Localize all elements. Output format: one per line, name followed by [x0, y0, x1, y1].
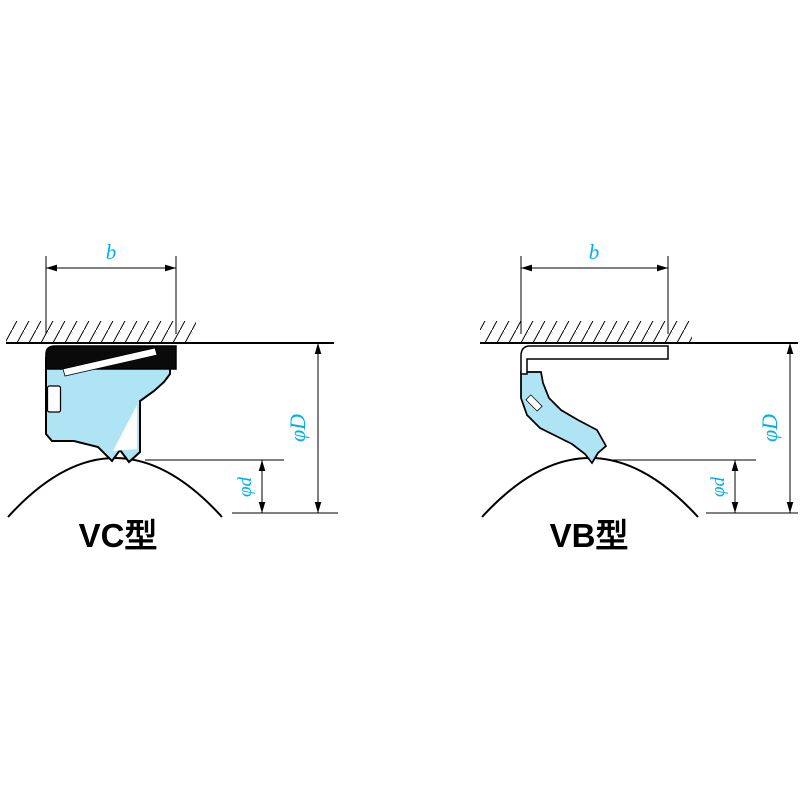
vc-phiD-arrow-top — [314, 343, 322, 354]
vc-spring-cavity — [113, 405, 137, 451]
vb-width-dimension-lines — [520, 256, 669, 334]
vc-diagram: b φd φD VC型 — [6, 240, 338, 554]
vb-phiD-label: φD — [757, 414, 782, 442]
vc-case-slot — [62, 347, 158, 377]
vb-phid-label: φd — [708, 476, 729, 497]
vc-width-dimension-lines — [45, 256, 177, 334]
vb-phiD-arrow-bottom — [786, 502, 794, 513]
vb-inner-diameter-dimension-lines — [612, 459, 798, 514]
vb-diagram: b φd φD VB型 — [480, 240, 798, 554]
vc-seal-rubber-body — [45, 357, 171, 464]
vb-phid-arrow-top — [731, 460, 739, 471]
vb-seal-rubber-lip — [520, 371, 608, 465]
vc-phid-label: φd — [235, 476, 256, 497]
vb-housing-hatching — [480, 321, 692, 343]
vb-shaft-surface — [481, 457, 699, 518]
vb-seal-cross-section — [520, 345, 669, 465]
vc-phiD-label: φD — [285, 414, 310, 442]
vb-b-arrow-right — [657, 264, 668, 272]
vc-seal-cross-section — [45, 345, 177, 464]
vb-b-arrow-left — [521, 264, 532, 272]
vb-metal-case — [520, 345, 669, 375]
vc-b-arrow-right — [165, 264, 176, 272]
vb-type-label: VB型 — [550, 517, 629, 554]
vc-b-label: b — [106, 240, 117, 264]
vb-phiD-arrow-top — [786, 343, 794, 354]
vc-phiD-arrow-bottom — [314, 502, 322, 513]
vc-housing-hatching — [6, 321, 196, 343]
vb-b-label: b — [589, 240, 600, 264]
vb-phid-arrow-bottom — [731, 502, 739, 513]
vc-b-arrow-left — [46, 264, 57, 272]
vc-garter-spring-groove — [46, 385, 62, 413]
vc-shaft-surface — [7, 457, 223, 518]
vc-phid-arrow-bottom — [258, 502, 266, 513]
vb-spring-groove-slot — [525, 394, 543, 412]
vc-type-label: VC型 — [79, 517, 158, 554]
vc-phid-arrow-top — [258, 460, 266, 471]
